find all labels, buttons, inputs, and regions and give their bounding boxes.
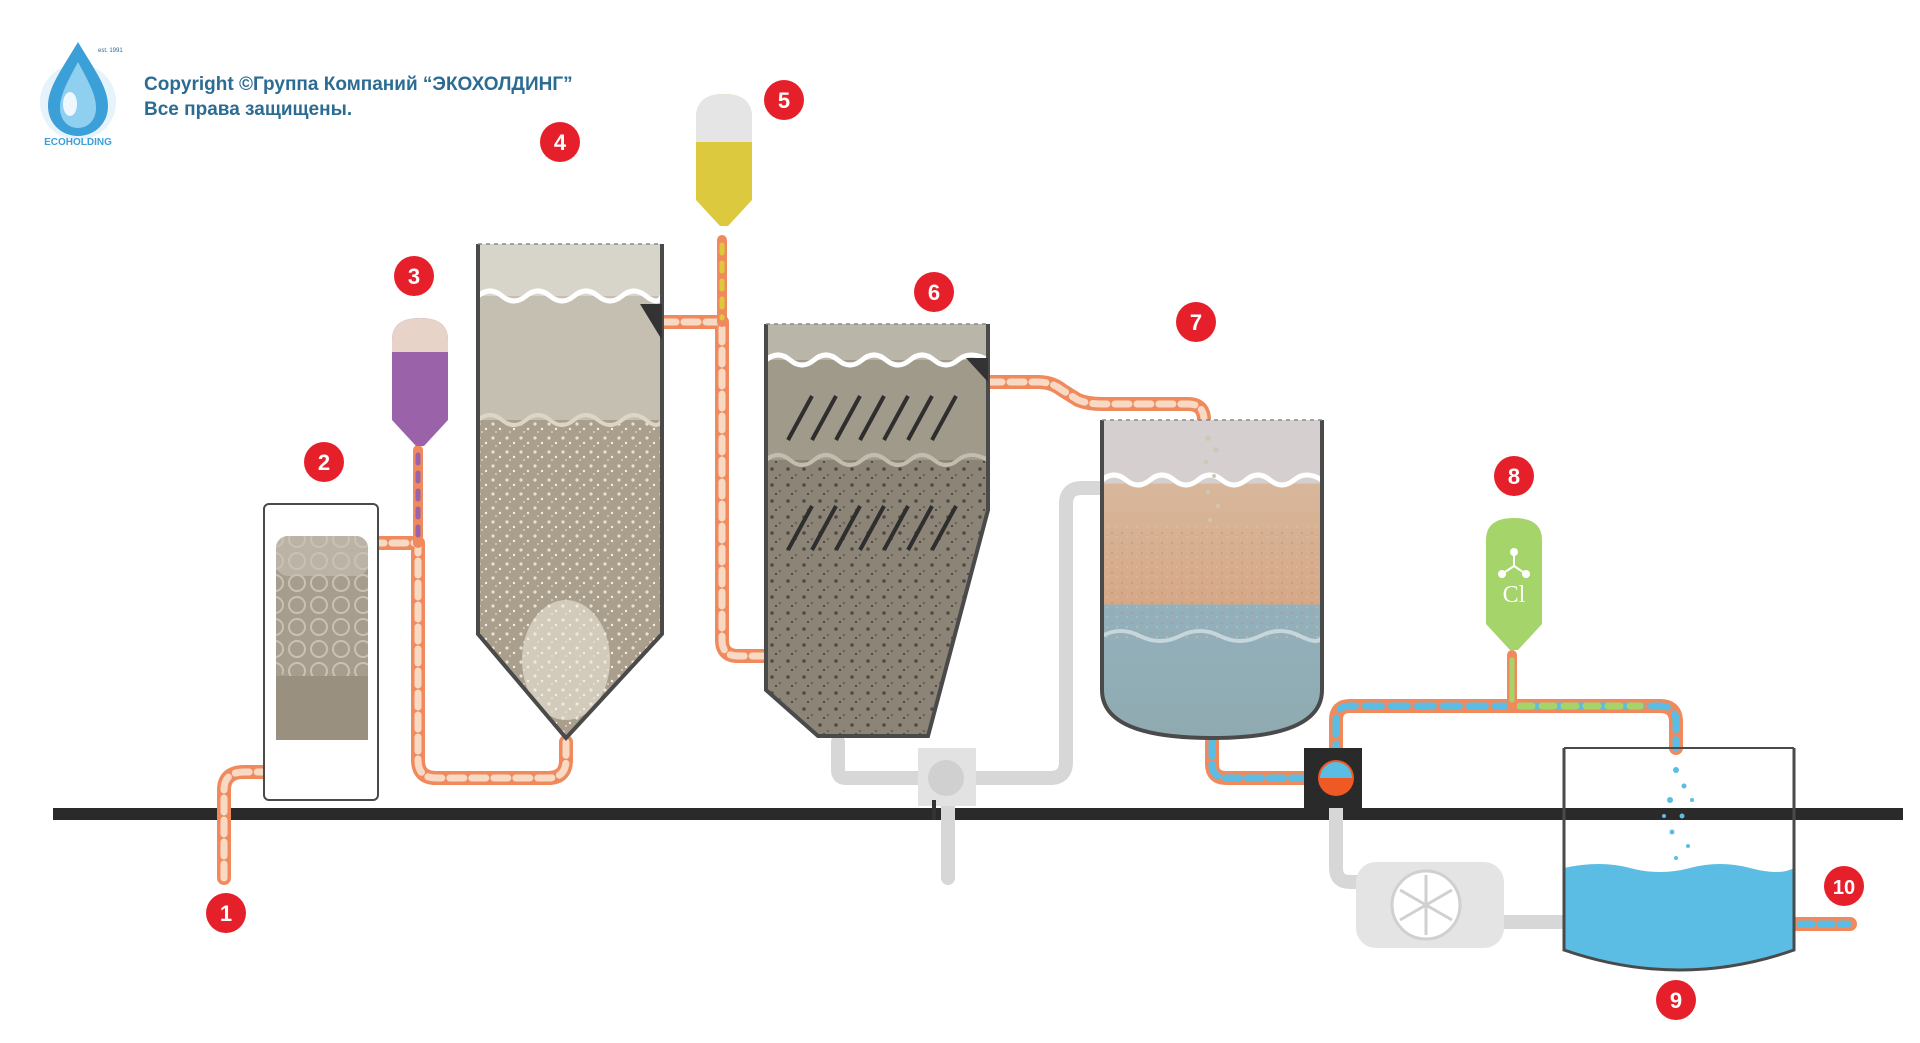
rights-line: Все права защищены.: [144, 99, 353, 120]
marker-10: 10: [1824, 866, 1864, 906]
pump-unit: [1304, 748, 1362, 808]
logo-est-text: est. 1991: [98, 48, 123, 54]
marker-6-label: 6: [928, 280, 940, 305]
chlorine-symbol: Cl: [1503, 582, 1526, 608]
ground-line: [53, 808, 1903, 820]
backwash-pipes: [831, 481, 1569, 929]
chlorine-tank-8: Cl: [1486, 518, 1542, 650]
marker-7: 7: [1176, 302, 1216, 342]
pipe-network: [217, 235, 1857, 931]
backwash-valve: [918, 748, 976, 820]
marker-9: 9: [1656, 980, 1696, 1020]
settling-tank-6: [764, 323, 990, 738]
marker-4: 4: [540, 122, 580, 162]
filter-column-2: [263, 503, 379, 801]
marker-2-label: 2: [318, 450, 330, 475]
marker-3-label: 3: [408, 264, 420, 289]
copyright-line: Copyright ©Группа Компаний “ЭКОХОЛДИНГ”: [144, 74, 573, 95]
marker-10-label: 10: [1833, 877, 1855, 899]
marker-8: 8: [1494, 456, 1534, 496]
marker-6: 6: [914, 272, 954, 312]
clean-water-reservoir-9: [1562, 747, 1796, 972]
marker-3: 3: [394, 256, 434, 296]
marker-7-label: 7: [1190, 310, 1202, 335]
sand-filter-7: [1100, 419, 1324, 741]
copyright-block: Copyright ©Группа Компаний “ЭКОХОЛДИНГ” …: [144, 72, 573, 122]
marker-4-label: 4: [554, 130, 567, 155]
blower-unit: [1356, 862, 1504, 948]
marker-9-label: 9: [1670, 988, 1682, 1013]
reagent-tank-3: [392, 318, 448, 446]
clarifier-tank-4: [476, 243, 665, 742]
marker-5: 5: [764, 80, 804, 120]
ecoholding-logo: est. 1991 ECOHOLDING: [40, 42, 123, 148]
marker-8-label: 8: [1508, 464, 1520, 489]
reagent-tank-5: [696, 94, 752, 226]
marker-5-label: 5: [778, 88, 790, 113]
marker-2: 2: [304, 442, 344, 482]
marker-1-label: 1: [220, 901, 232, 926]
logo-brand-text: ECOHOLDING: [44, 137, 112, 148]
marker-1: 1: [206, 893, 246, 933]
